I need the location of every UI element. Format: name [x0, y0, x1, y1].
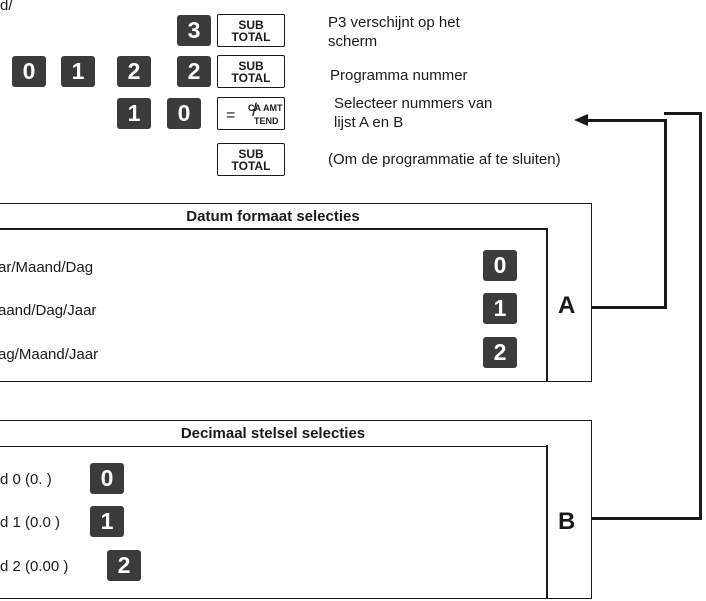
wire-b-top: [664, 112, 702, 115]
subtotal-line2: TOTAL: [231, 70, 271, 85]
step-1-desc-line1: P3 verschijnt op het: [328, 14, 460, 31]
ca-key-slash: /: [252, 100, 258, 120]
step-2-description: Programma nummer: [330, 67, 468, 84]
subtotal-key[interactable]: SUB TOTAL: [217, 14, 285, 47]
key-3[interactable]: 3: [177, 15, 211, 46]
step-3-description: Selecteer nummers van lijst A en B: [334, 94, 492, 132]
ca-key-amt: AMT: [263, 103, 283, 113]
wire-b-vertical: [699, 112, 702, 520]
ca-key-tend: TEND: [254, 116, 279, 126]
key-1-b[interactable]: 1: [117, 98, 151, 129]
table-a-key-1[interactable]: 1: [483, 293, 517, 324]
wire-a-vertical: [664, 119, 667, 309]
key-2[interactable]: 2: [117, 56, 151, 87]
table-b-divider: [546, 445, 548, 598]
table-a-title: Datum formaat selecties: [0, 204, 548, 230]
key-2-second[interactable]: 2: [177, 56, 211, 87]
table-a-row-label: aand/Dag/Jaar: [0, 302, 97, 319]
wire-b-horizontal: [590, 517, 702, 520]
subtotal-line1: SUB: [238, 146, 264, 161]
subtotal-line2: TOTAL: [231, 29, 271, 44]
arrow-head-icon: [574, 114, 588, 126]
step-4-description: (Om de programmatie af te sluiten): [328, 151, 561, 168]
table-b-key-0[interactable]: 0: [90, 463, 124, 494]
table-a-row-label: ag/Maand/Jaar: [0, 346, 99, 363]
table-b-letter: B: [558, 508, 576, 535]
step-1-description: P3 verschijnt op het scherm: [328, 13, 460, 51]
table-a-key-2[interactable]: 2: [483, 337, 517, 368]
key-1[interactable]: 1: [61, 56, 95, 87]
step-1-desc-line2: scherm: [328, 33, 378, 50]
table-a-letter: A: [558, 292, 576, 319]
subtotal-key-2[interactable]: SUB TOTAL: [217, 55, 285, 88]
ca-key-ca: CA: [248, 103, 261, 113]
subtotal-line2: TOTAL: [231, 158, 271, 173]
subtotal-line1: SUB: [238, 58, 264, 73]
table-decimal-system: Decimaal stelsel selecties d 0 (0. ) 0 d…: [0, 420, 592, 599]
table-b-title: Decimaal stelsel selecties: [0, 421, 548, 447]
table-a-row-label: ar/Maand/Dag: [0, 259, 94, 276]
ca-key-equals: =: [226, 107, 236, 124]
step-3-desc-line1: Selecteer nummers van: [334, 95, 493, 112]
table-b-key-1[interactable]: 1: [90, 506, 124, 537]
table-date-format: Datum formaat selecties ar/Maand/Dag 0 a…: [0, 203, 592, 382]
ca-amt-tend-key[interactable]: = CA AMT / TEND: [217, 97, 285, 130]
table-b-key-2[interactable]: 2: [107, 550, 141, 581]
wire-a-horizontal: [590, 306, 667, 309]
header-fragment: d/: [0, 0, 13, 14]
subtotal-key-3[interactable]: SUB TOTAL: [217, 143, 285, 176]
step-3-desc-line2: lijst A en B: [334, 114, 404, 131]
table-b-row-label: d 1 (0.0 ): [0, 514, 61, 531]
key-0[interactable]: 0: [12, 56, 46, 87]
table-a-divider: [546, 228, 548, 381]
arrow-shaft: [586, 119, 667, 122]
table-b-row-label: d 2 (0.00 ): [0, 558, 69, 575]
table-a-key-0[interactable]: 0: [483, 250, 517, 281]
key-0-b[interactable]: 0: [167, 98, 201, 129]
subtotal-line1: SUB: [238, 17, 264, 32]
table-a-header-line: [0, 228, 548, 230]
table-b-row-label: d 0 (0. ): [0, 471, 52, 488]
